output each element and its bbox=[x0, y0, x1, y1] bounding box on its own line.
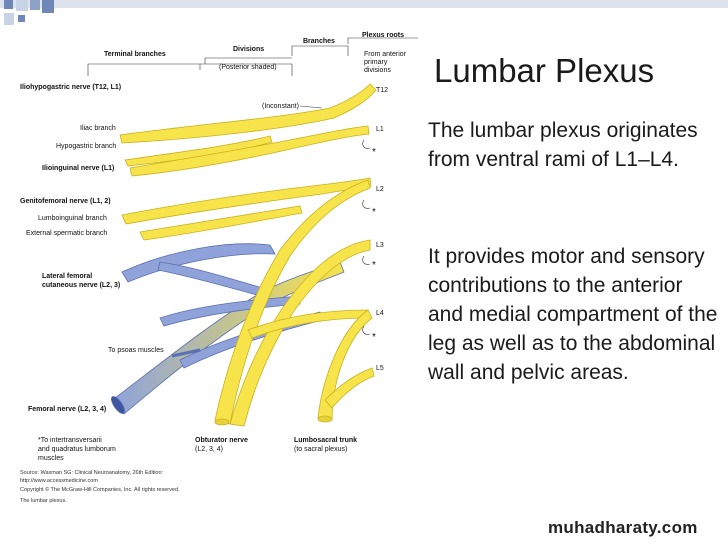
label-hypogastric-branch: Hypogastric branch bbox=[56, 143, 116, 150]
lateral-femoral-branch bbox=[157, 261, 271, 299]
obturator-nerve bbox=[214, 179, 371, 425]
label-ilioinguinal: Ilioinguinal nerve (L1) bbox=[42, 165, 114, 172]
label-femoral: Femoral nerve (L2, 3, 4) bbox=[28, 406, 106, 413]
svg-text:*: * bbox=[372, 207, 376, 218]
svg-text:*: * bbox=[372, 147, 376, 158]
label-lateral-femoral-2: cutaneous nerve (L2, 3) bbox=[42, 282, 120, 289]
header-terminal-branches: Terminal branches bbox=[104, 51, 166, 58]
root-l3: L3 bbox=[376, 242, 384, 249]
label-footnote-1: *To intertransversarii bbox=[38, 437, 102, 444]
anterior-divisions bbox=[119, 83, 377, 427]
genitofemoral-nerve bbox=[121, 177, 372, 225]
label-lumboinguinal: Lumboinguinal branch bbox=[38, 215, 107, 222]
root-l2: L2 bbox=[376, 186, 384, 193]
label-inconstant: (Inconstant) bbox=[262, 103, 299, 110]
header-divisions-sub: (Posterior shaded) bbox=[219, 64, 277, 71]
quadratus-branches bbox=[299, 105, 371, 335]
root-l5: L5 bbox=[376, 365, 384, 372]
iliohypogastric-nerve bbox=[119, 83, 377, 144]
label-lumbosacral-1: Lumbosacral trunk bbox=[294, 437, 357, 444]
label-obturator-1: Obturator nerve bbox=[195, 437, 248, 444]
watermark: muhadharaty.com bbox=[548, 518, 698, 537]
root-l4: L4 bbox=[376, 310, 384, 317]
source-line-4: The lumbar plexus. bbox=[20, 498, 67, 504]
asterisks: * * * * bbox=[372, 147, 376, 343]
label-lateral-femoral-1: Lateral femoral bbox=[42, 273, 92, 280]
lumbosacral-cut-end bbox=[317, 415, 333, 423]
root-l1: L1 bbox=[376, 126, 384, 133]
header-plexus-roots-sub3: divisions bbox=[364, 67, 391, 74]
root-t12: T12 bbox=[376, 87, 388, 94]
label-lumbosacral-2: (to sacral plexus) bbox=[294, 446, 347, 453]
femoral-cut-end bbox=[110, 396, 126, 414]
slide-paragraph-2: It provides motor and sensory contributi… bbox=[428, 245, 718, 384]
label-obturator-2: (L2, 3, 4) bbox=[195, 446, 223, 453]
label-external-spermatic: External spermatic branch bbox=[26, 230, 107, 237]
header-divisions: Divisions bbox=[233, 46, 264, 53]
header-plexus-roots: Plexus roots bbox=[362, 32, 404, 39]
slide-title: Lumbar Plexus bbox=[434, 52, 655, 89]
svg-text:*: * bbox=[372, 260, 376, 271]
header-plexus-roots-sub2: primary bbox=[364, 59, 388, 66]
label-footnote-3: muscles bbox=[38, 455, 64, 462]
label-iliohypogastric: Iliohypogastric nerve (T12, L1) bbox=[20, 84, 121, 91]
svg-text:*: * bbox=[372, 332, 376, 343]
top-decor-graphic bbox=[0, 0, 728, 25]
lumboinguinal-branch bbox=[139, 205, 303, 241]
source-line-2: http://www.accessmedicine.com bbox=[20, 478, 98, 484]
header-branches: Branches bbox=[303, 38, 335, 45]
label-footnote-2: and quadratus lumborum bbox=[38, 446, 116, 453]
source-line-1: Source: Waxman SG: Clinical Neuroanatomy… bbox=[20, 470, 164, 476]
label-genitofemoral: Genitofemoral nerve (L1, 2) bbox=[20, 198, 111, 205]
ilioinguinal-nerve bbox=[129, 125, 370, 177]
label-to-psoas: To psoas muscles bbox=[108, 347, 164, 354]
slide-paragraph-1: The lumbar plexus originates from ventra… bbox=[428, 119, 698, 171]
psoas-branch bbox=[171, 348, 201, 358]
obturator-cut-end bbox=[214, 418, 230, 426]
l5-root bbox=[324, 367, 375, 409]
top-decor-bar bbox=[0, 0, 728, 25]
lumbar-plexus-diagram: Terminal branches Divisions (Posterior s… bbox=[20, 32, 418, 504]
header-brackets bbox=[87, 37, 418, 76]
header-plexus-roots-sub1: From anterior bbox=[364, 51, 407, 58]
source-line-3: Copyright © The McGraw-Hill Companies, I… bbox=[20, 486, 180, 493]
label-iliac-branch: Iliac branch bbox=[80, 125, 116, 132]
